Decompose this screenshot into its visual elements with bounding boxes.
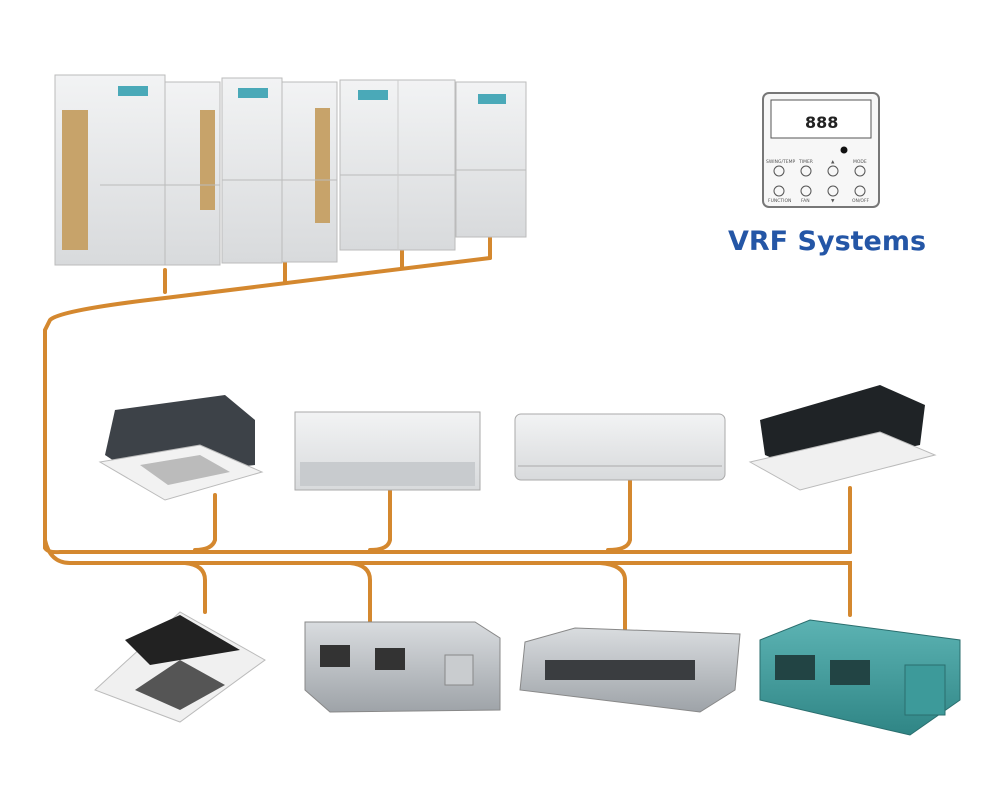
btn-label: ▲ — [831, 160, 835, 165]
btn-label: TIMER — [798, 159, 813, 165]
outdoor-units — [54, 74, 527, 266]
btn-label: FUNCTION — [768, 198, 791, 204]
teal-ducted-unit — [759, 619, 961, 736]
ducted-unit-1 — [304, 621, 501, 713]
btn-label: FAN — [801, 198, 810, 204]
diagram-title: VRF Systems — [728, 226, 927, 257]
btn-label: ON/OFF — [852, 198, 870, 204]
outdoor-unit-1 — [54, 74, 221, 266]
upper-branches — [193, 478, 852, 554]
controller-display: 888 — [805, 113, 838, 132]
cassette-unit-3 — [94, 611, 266, 723]
btn-label: SWING/TEMP — [766, 159, 795, 165]
outdoor-unit-2 — [221, 77, 338, 264]
wall-mounted-unit — [514, 413, 726, 481]
refrigerant-piping — [43, 230, 852, 634]
slim-duct-unit — [519, 627, 741, 713]
btn-label: ▼ — [831, 199, 835, 204]
btn-label: MODE — [853, 159, 867, 165]
main-pipe-upper — [43, 256, 852, 555]
ceiling-floor-unit — [294, 411, 481, 491]
outdoor-unit-4 — [455, 81, 527, 238]
wired-controller: 888 SWING/TEMP TIMER ▲ MODE FUNCTION FAN… — [762, 92, 880, 208]
outdoor-unit-3 — [339, 79, 456, 251]
cassette-unit-1 — [98, 395, 264, 501]
lower-branches — [183, 561, 627, 634]
main-pipe-lower — [43, 538, 852, 617]
cassette-unit-2 — [748, 385, 937, 491]
outdoor-drops — [163, 230, 492, 294]
